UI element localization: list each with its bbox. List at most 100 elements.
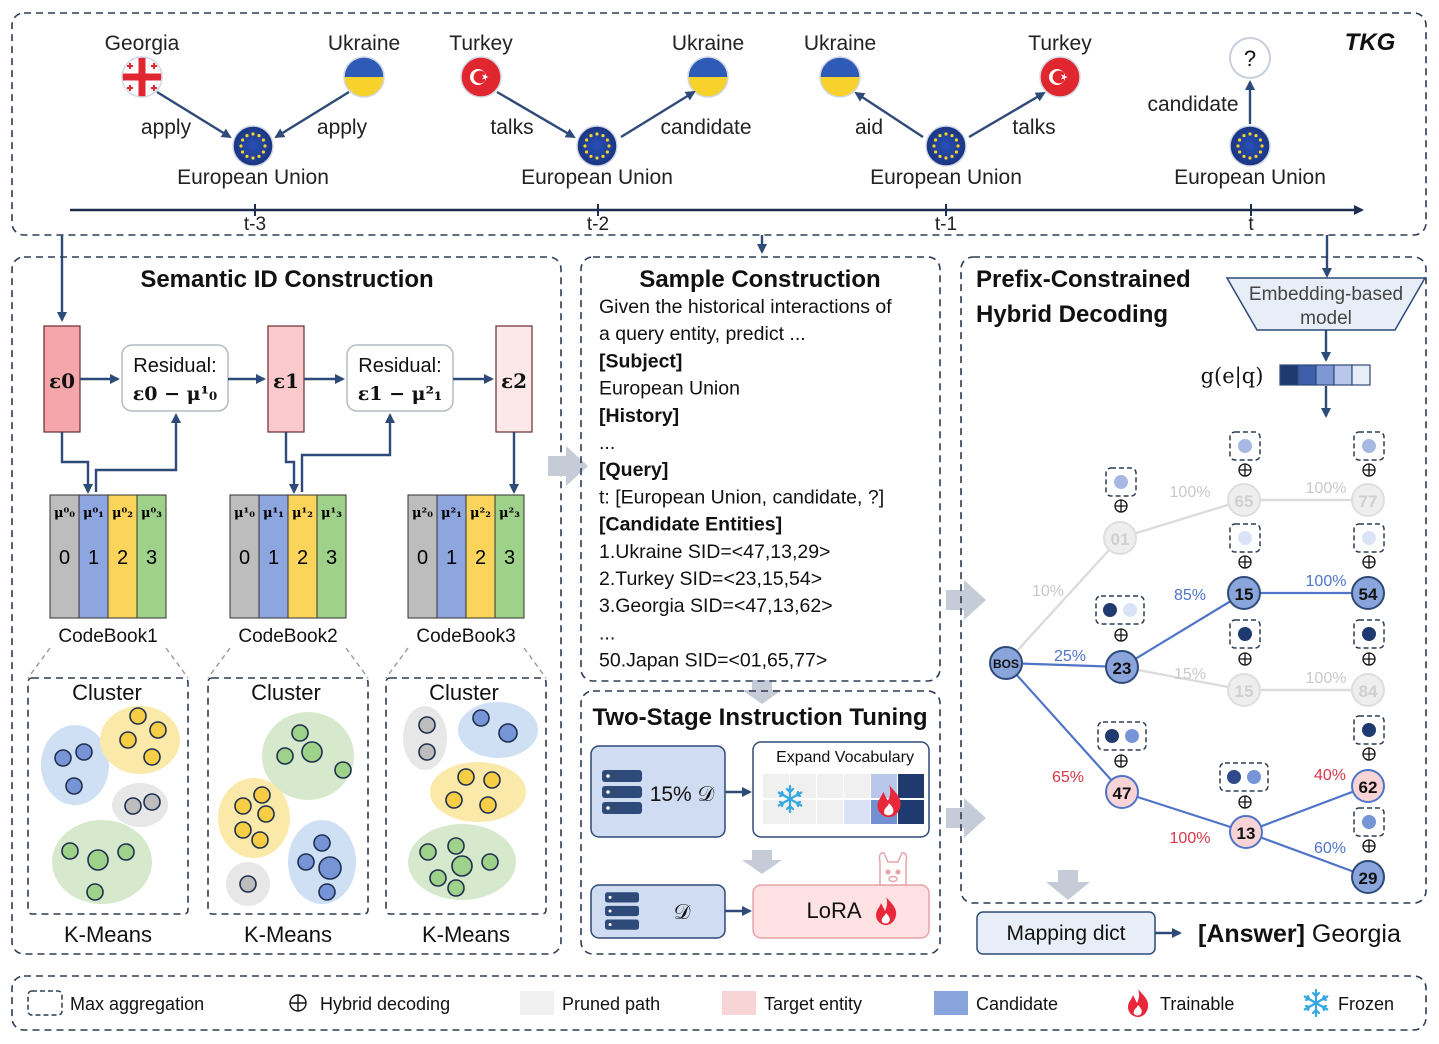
prompt-line: ... [599, 432, 615, 454]
code-index: 2 [297, 547, 308, 569]
edge-prob: 100% [1306, 670, 1347, 687]
codebook-3-label: CodeBook3 [416, 626, 515, 647]
code-index: 0 [59, 547, 70, 569]
aggregation-markers [1095, 431, 1385, 853]
score-label: g(e|q) [1201, 364, 1264, 389]
flow-arrows [548, 446, 1090, 900]
answer-value: Georgia [1312, 920, 1401, 948]
codebook-mu-label: μ²₁ [441, 506, 462, 521]
decoding-title-line2: Hybrid Decoding [976, 301, 1168, 328]
code-index: 1 [88, 547, 99, 569]
decoding-tree-edges [1005, 498, 1369, 879]
eu-flag-icon [576, 125, 618, 167]
prompt-line: 2.Turkey SID=<23,15,54> [599, 568, 822, 590]
code-index: 1 [446, 547, 457, 569]
code-index: 0 [417, 547, 428, 569]
cluster-label: Cluster [251, 680, 321, 705]
tkg-entity-georgia: Georgia [105, 32, 180, 55]
node-47: 47 [1113, 784, 1132, 803]
node-77: 77 [1359, 492, 1378, 511]
relation-talks: talks [490, 116, 533, 139]
node-62: 62 [1359, 778, 1378, 797]
prompt-section-header: [History] [599, 405, 679, 427]
legend-max-aggregation: Max aggregation [70, 994, 204, 1014]
time-label-t: t [1248, 214, 1254, 235]
codebook-1: μ⁰₀ μ⁰₁ μ⁰₂ μ⁰₃ 0 1 2 3 CodeBook1 [49, 494, 167, 647]
database-icon [602, 770, 642, 814]
tkg-entity-ukraine: Ukraine [804, 32, 876, 55]
tkg-entity-eu: European Union [177, 166, 329, 189]
cluster-box-1: Cluster [27, 677, 189, 915]
kmeans-label: K-Means [64, 922, 152, 947]
prompt-line: 50.Japan SID=<01,65,77> [599, 650, 827, 672]
legend-trainable: Trainable [1160, 994, 1234, 1014]
edge-prob: 40% [1314, 767, 1346, 784]
node-15: 15 [1235, 585, 1254, 604]
code-index: 0 [239, 547, 250, 569]
unknown-entity-node [1229, 37, 1271, 79]
codebook-mu-label: μ²₀ [412, 506, 433, 521]
legend-target-entity: Target entity [764, 994, 862, 1014]
legend-hybrid-decoding: Hybrid decoding [320, 994, 450, 1014]
decoding-title-line1: Prefix-Constrained [976, 266, 1191, 293]
time-label-t-1: t-1 [935, 214, 957, 235]
prompt-line: 1.Ukraine SID=<47,13,29> [599, 541, 830, 563]
code-index: 2 [117, 547, 128, 569]
edge-prob: 15% [1174, 666, 1206, 683]
codebook-3: μ²₀ μ²₁ μ²₂ μ²₃ 0 1 2 3 CodeBook3 [407, 494, 525, 647]
eu-flag-icon [1229, 125, 1271, 167]
score-vector [1279, 364, 1371, 386]
codebook-mu-label: μ²₃ [499, 506, 520, 521]
cluster-box-3: Cluster [385, 677, 547, 915]
decoding-tree-nodes: BOS 01 65 77 23 15 54 15 84 47 13 62 29 [989, 483, 1385, 894]
decoding-panel: Prefix-Constrained Hybrid Decoding Embed… [960, 256, 1427, 904]
legend-pruned-path: Pruned path [562, 994, 660, 1014]
edge-prob: 85% [1174, 587, 1206, 604]
time-label-t-2: t-2 [587, 214, 609, 235]
turkey-flag-icon [1039, 56, 1081, 98]
relation-talks: talks [1012, 116, 1055, 139]
embedding-model-block [1225, 277, 1427, 331]
relation-apply: apply [317, 116, 368, 139]
turkey-flag-icon [460, 56, 502, 98]
tkg-entity-eu: European Union [521, 166, 673, 189]
legend-candidate: Candidate [976, 994, 1058, 1014]
edge-prob: 100% [1306, 573, 1347, 590]
legend-frozen: Frozen [1338, 994, 1394, 1014]
residual-formula-1: ε0 − μ¹₀ [133, 383, 217, 405]
codebook-mu-label: μ²₂ [470, 506, 491, 521]
llama-icon [878, 852, 908, 886]
lora-label: LoRA [806, 898, 861, 923]
prompt-line: European Union [599, 378, 740, 400]
sample-prompt-text: Given the historical interactions ofa qu… [599, 296, 892, 672]
epsilon-1-vector [267, 325, 305, 433]
codebook-mu-label: μ¹₁ [263, 506, 284, 521]
relation-candidate: candidate [660, 116, 751, 139]
ukraine-flag-icon [344, 57, 384, 97]
node-84: 84 [1359, 682, 1378, 701]
edge-prob: 100% [1170, 484, 1211, 501]
codebook-mu-label: μ¹₀ [234, 506, 255, 521]
answer-text: [Answer] Georgia [1198, 920, 1401, 948]
epsilon-1-label: ε1 [273, 369, 299, 393]
residual-label: Residual: [358, 355, 441, 377]
edge-prob: 65% [1052, 769, 1084, 786]
code-index: 3 [146, 547, 157, 569]
embedding-model-label-line2: model [1300, 308, 1352, 329]
node-65: 65 [1235, 492, 1254, 511]
tkg-entity-turkey: Turkey [1028, 32, 1092, 55]
relation-aid: aid [855, 116, 883, 139]
kmeans-label: K-Means [422, 922, 510, 947]
code-index: 3 [504, 547, 515, 569]
node-29: 29 [1359, 869, 1378, 888]
epsilon-2-label: ε2 [501, 369, 527, 393]
database-icon [605, 892, 639, 930]
edge-prob: 10% [1032, 583, 1064, 600]
expand-vocabulary-label: Expand Vocabulary [776, 749, 914, 766]
georgia-flag-icon [122, 57, 162, 97]
prompt-section-header: [Query] [599, 459, 668, 481]
code-index: 2 [475, 547, 486, 569]
codebook-1-label: CodeBook1 [58, 626, 157, 647]
prompt-section-header: [Candidate Entities] [599, 514, 782, 536]
edge-prob: 100% [1306, 480, 1347, 497]
